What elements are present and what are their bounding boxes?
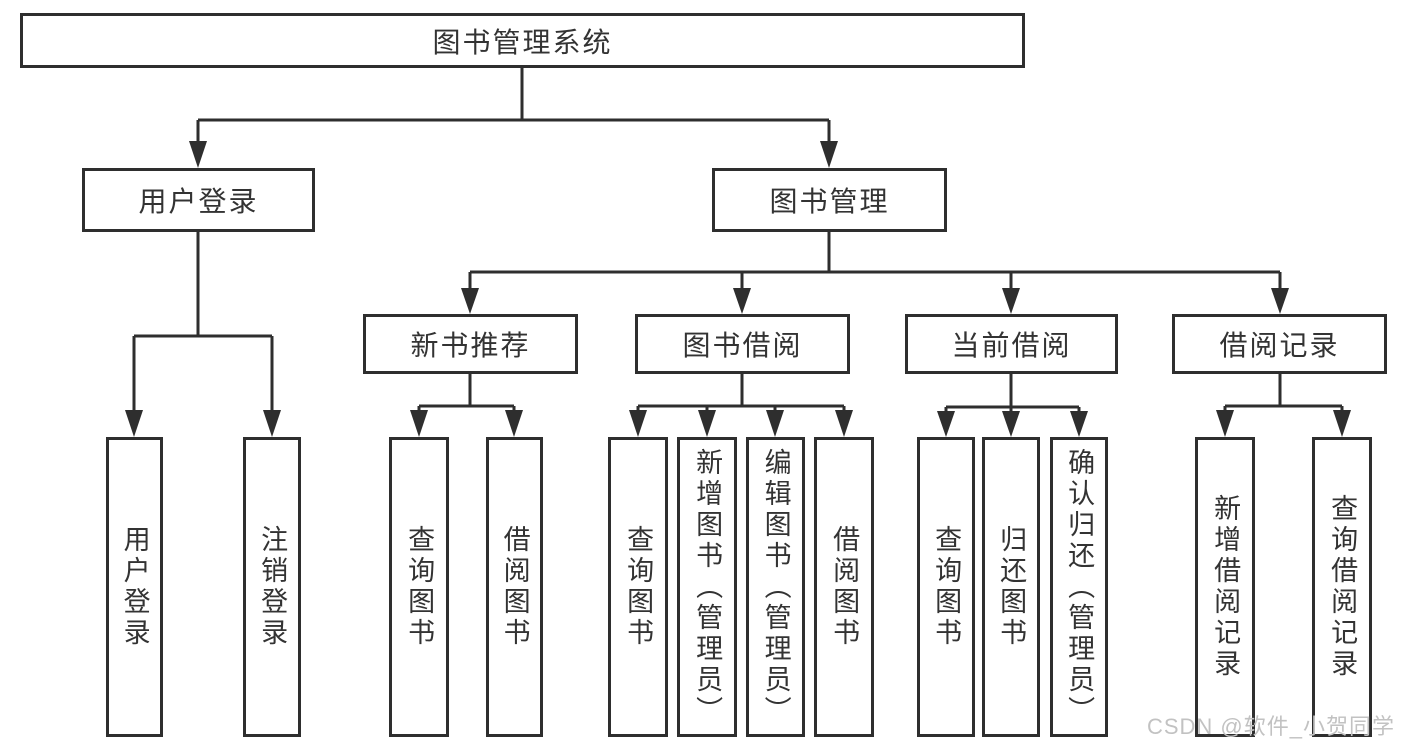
- node-label: 当前借阅: [951, 330, 1072, 361]
- leaf-user-login: 用户登录: [106, 437, 163, 737]
- node-borrowing-records: 借阅记录: [1172, 314, 1387, 374]
- node-label: 编辑图书（管理员）: [760, 447, 791, 727]
- node-label: 查询图书: [404, 525, 435, 649]
- node-label: 图书管理系统: [432, 26, 613, 58]
- connector-current-borrowing-to-leaves: [937, 374, 1088, 437]
- leaf-query-books-current: 查询图书: [917, 437, 975, 737]
- connector-borrowing-records-to-leaves: [1216, 374, 1351, 437]
- leaf-edit-books-admin: 编辑图书（管理员）: [746, 437, 805, 737]
- node-label: 借阅图书: [499, 525, 530, 649]
- node-book-borrowing: 图书借阅: [635, 314, 850, 374]
- node-label: 确认归还（管理员）: [1064, 447, 1095, 727]
- connector-root-to-level2: [189, 68, 838, 168]
- node-label: 新增借阅记录: [1210, 494, 1241, 680]
- node-label: 新书推荐: [410, 330, 531, 361]
- node-user-login: 用户登录: [82, 168, 315, 232]
- node-label: 图书借阅: [682, 330, 803, 361]
- node-library-management-system: 图书管理系统: [20, 13, 1025, 68]
- node-label: 借阅图书: [829, 525, 860, 649]
- node-label: 新增图书（管理员）: [692, 447, 723, 727]
- node-label: 查询图书: [931, 525, 962, 649]
- leaf-query-books-borrowing: 查询图书: [608, 437, 668, 737]
- connector-book-borrowing-to-leaves: [629, 374, 853, 437]
- connector-user-login-to-leaves: [125, 232, 281, 437]
- node-label: 借阅记录: [1219, 330, 1340, 361]
- leaf-logout: 注销登录: [243, 437, 301, 737]
- leaf-borrow-books-recommend: 借阅图书: [486, 437, 543, 737]
- leaf-query-borrow-record: 查询借阅记录: [1312, 437, 1372, 737]
- node-label: 查询图书: [623, 525, 654, 649]
- connector-book-management-to-level3: [461, 232, 1289, 314]
- node-current-borrowing: 当前借阅: [905, 314, 1118, 374]
- leaf-add-borrow-record: 新增借阅记录: [1195, 437, 1255, 737]
- connector-new-book-recommendation-to-leaves: [410, 374, 523, 437]
- leaf-borrow-books-borrowing: 借阅图书: [814, 437, 874, 737]
- node-label: 图书管理: [769, 186, 890, 217]
- node-new-book-recommendation: 新书推荐: [363, 314, 578, 374]
- leaf-add-books-admin: 新增图书（管理员）: [677, 437, 737, 737]
- leaf-confirm-return-admin: 确认归还（管理员）: [1050, 437, 1108, 737]
- node-book-management: 图书管理: [712, 168, 947, 232]
- leaf-return-books: 归还图书: [982, 437, 1040, 737]
- node-label: 注销登录: [257, 525, 288, 649]
- node-label: 用户登录: [138, 186, 259, 217]
- csdn-watermark: CSDN @软件_小贺同学: [1146, 714, 1395, 739]
- node-label: 用户登录: [119, 525, 150, 649]
- leaf-query-books-recommend: 查询图书: [389, 437, 449, 737]
- node-label: 归还图书: [996, 525, 1027, 649]
- node-label: 查询借阅记录: [1327, 494, 1358, 680]
